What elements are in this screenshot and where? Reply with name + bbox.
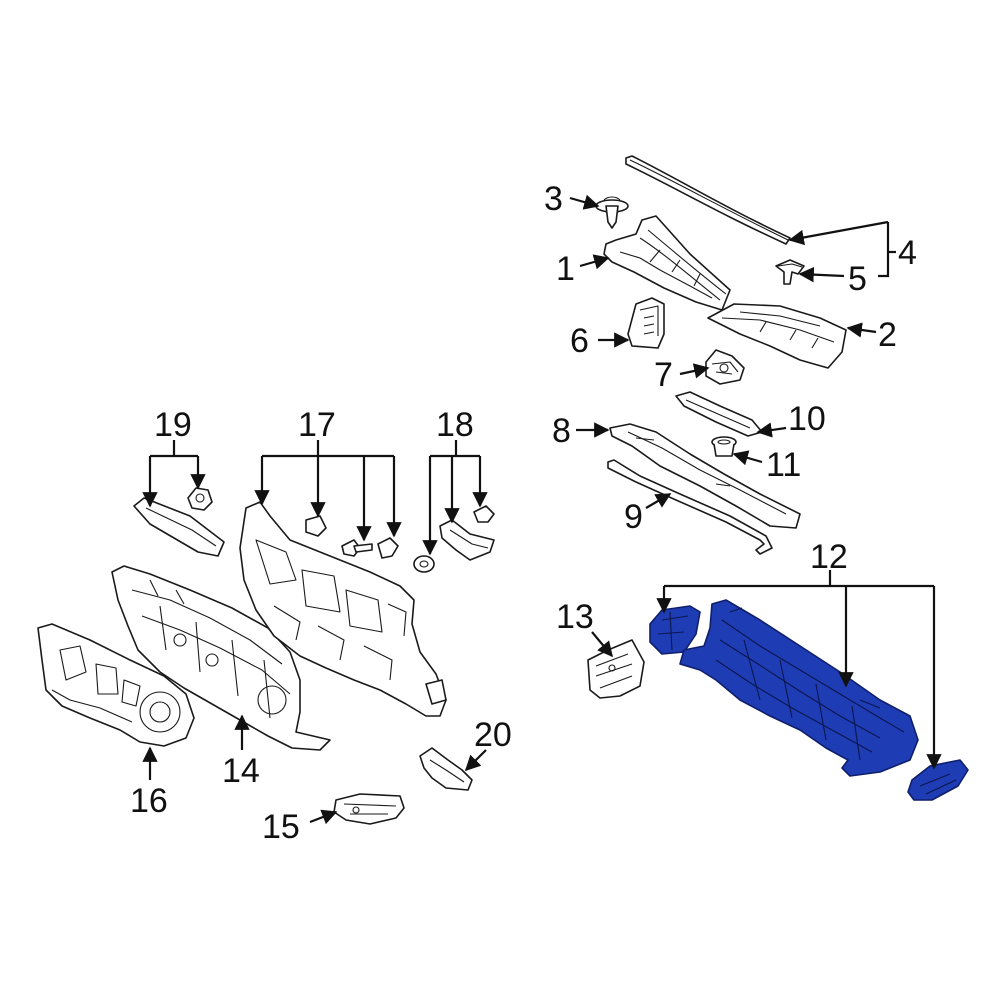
part-3-clip[interactable] xyxy=(595,196,629,229)
part-4-weatherstrip[interactable] xyxy=(625,155,791,245)
callout-14: 14 xyxy=(222,752,260,790)
part-12-right-bracket xyxy=(907,759,969,801)
callout-17: 17 xyxy=(298,406,336,444)
part-20-bracket[interactable] xyxy=(419,747,473,791)
part-19-bar[interactable] xyxy=(133,497,225,557)
callout-5: 5 xyxy=(848,260,867,298)
part-17-bolt[interactable] xyxy=(341,539,373,557)
callout-19: 19 xyxy=(154,406,192,444)
leader-lines xyxy=(142,194,942,825)
callout-8: 8 xyxy=(552,412,571,450)
part-18-nut[interactable] xyxy=(413,555,435,573)
part-12-main-panel xyxy=(679,599,919,777)
part-11-grommet[interactable] xyxy=(711,436,737,457)
part-10-reinforcement[interactable] xyxy=(675,391,763,437)
part-12-dash-panel-upper[interactable] xyxy=(649,599,969,801)
part-9-rod[interactable] xyxy=(607,459,773,555)
part-16-insulator[interactable] xyxy=(37,623,195,747)
part-14-dash-panel[interactable] xyxy=(111,565,331,751)
callout-11: 11 xyxy=(766,446,801,484)
callout-4: 4 xyxy=(898,234,917,272)
callout-20: 20 xyxy=(474,716,512,754)
callout-6: 6 xyxy=(570,322,589,360)
callout-16: 16 xyxy=(130,782,168,820)
callout-7: 7 xyxy=(654,356,673,394)
part-18-bracket[interactable] xyxy=(439,519,495,561)
callout-1: 1 xyxy=(556,250,575,288)
part-18-clip[interactable] xyxy=(473,505,495,523)
callout-12: 12 xyxy=(810,538,848,576)
part-17-clip-b[interactable] xyxy=(377,537,399,559)
part-12-left-bracket xyxy=(649,605,701,655)
callout-9: 9 xyxy=(624,498,643,536)
part-6-bracket[interactable] xyxy=(627,297,665,349)
callout-13: 13 xyxy=(556,598,594,636)
callout-18: 18 xyxy=(436,406,474,444)
part-7-bracket[interactable] xyxy=(705,349,745,385)
part-17-clip-a[interactable] xyxy=(305,515,327,537)
callout-numbers: 3 1 4 5 2 6 7 10 8 11 9 12 13 19 17 18 1… xyxy=(130,180,917,846)
part-13-bracket[interactable] xyxy=(587,639,645,699)
part-17-silencer-pad[interactable] xyxy=(239,501,447,717)
part-2-cowl-panel-right[interactable] xyxy=(707,303,847,369)
part-19-nut[interactable] xyxy=(187,487,213,511)
callout-3: 3 xyxy=(544,180,563,218)
part-8-cowl-brace[interactable] xyxy=(609,423,801,529)
callout-10: 10 xyxy=(788,400,826,438)
part-1-cowl-panel-left[interactable] xyxy=(603,215,731,311)
part-15-bracket[interactable] xyxy=(333,793,405,825)
part-5-clip[interactable] xyxy=(775,259,805,285)
callout-2: 2 xyxy=(878,316,897,354)
callout-15: 15 xyxy=(262,808,300,846)
